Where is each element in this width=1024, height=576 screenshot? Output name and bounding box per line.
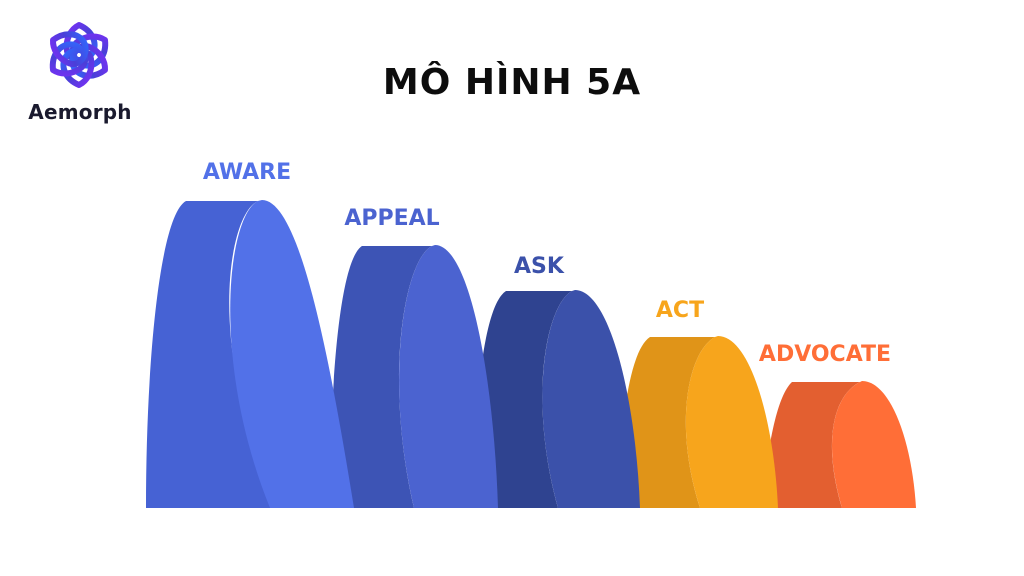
stage-aware-arch	[146, 200, 354, 508]
aemorph-flower-logo-icon	[49, 22, 109, 88]
stage-advocate-arch-front	[831, 381, 916, 508]
brand-logo: Aemorph	[22, 18, 132, 133]
stage-act-arch	[618, 336, 778, 508]
stage-label-aware: AWARE	[202, 160, 292, 185]
stage-label-appeal: APPEAL	[344, 206, 440, 231]
stage-aware-arch-front	[230, 200, 354, 508]
stage-advocate-arch	[762, 381, 916, 508]
stage-label-ask: ASK	[514, 254, 564, 279]
stage-ask-arch-front	[542, 290, 640, 508]
stage-appeal-arch	[330, 245, 498, 508]
stage-label-advocate: ADVOCATE	[758, 342, 892, 367]
stage-advocate-arch-side	[762, 382, 860, 508]
stage-appeal-arch-side	[330, 246, 432, 508]
page-title: MÔ HÌNH 5A	[382, 62, 642, 103]
stage-appeal-arch-front	[399, 245, 498, 508]
stage-act-arch-front	[685, 336, 778, 508]
stage-ask-arch-side	[474, 291, 572, 508]
stage-act-arch-side	[618, 337, 715, 508]
stage-ask-arch	[474, 290, 640, 508]
brand-name: Aemorph	[28, 100, 132, 124]
stage-label-act: ACT	[655, 298, 705, 323]
